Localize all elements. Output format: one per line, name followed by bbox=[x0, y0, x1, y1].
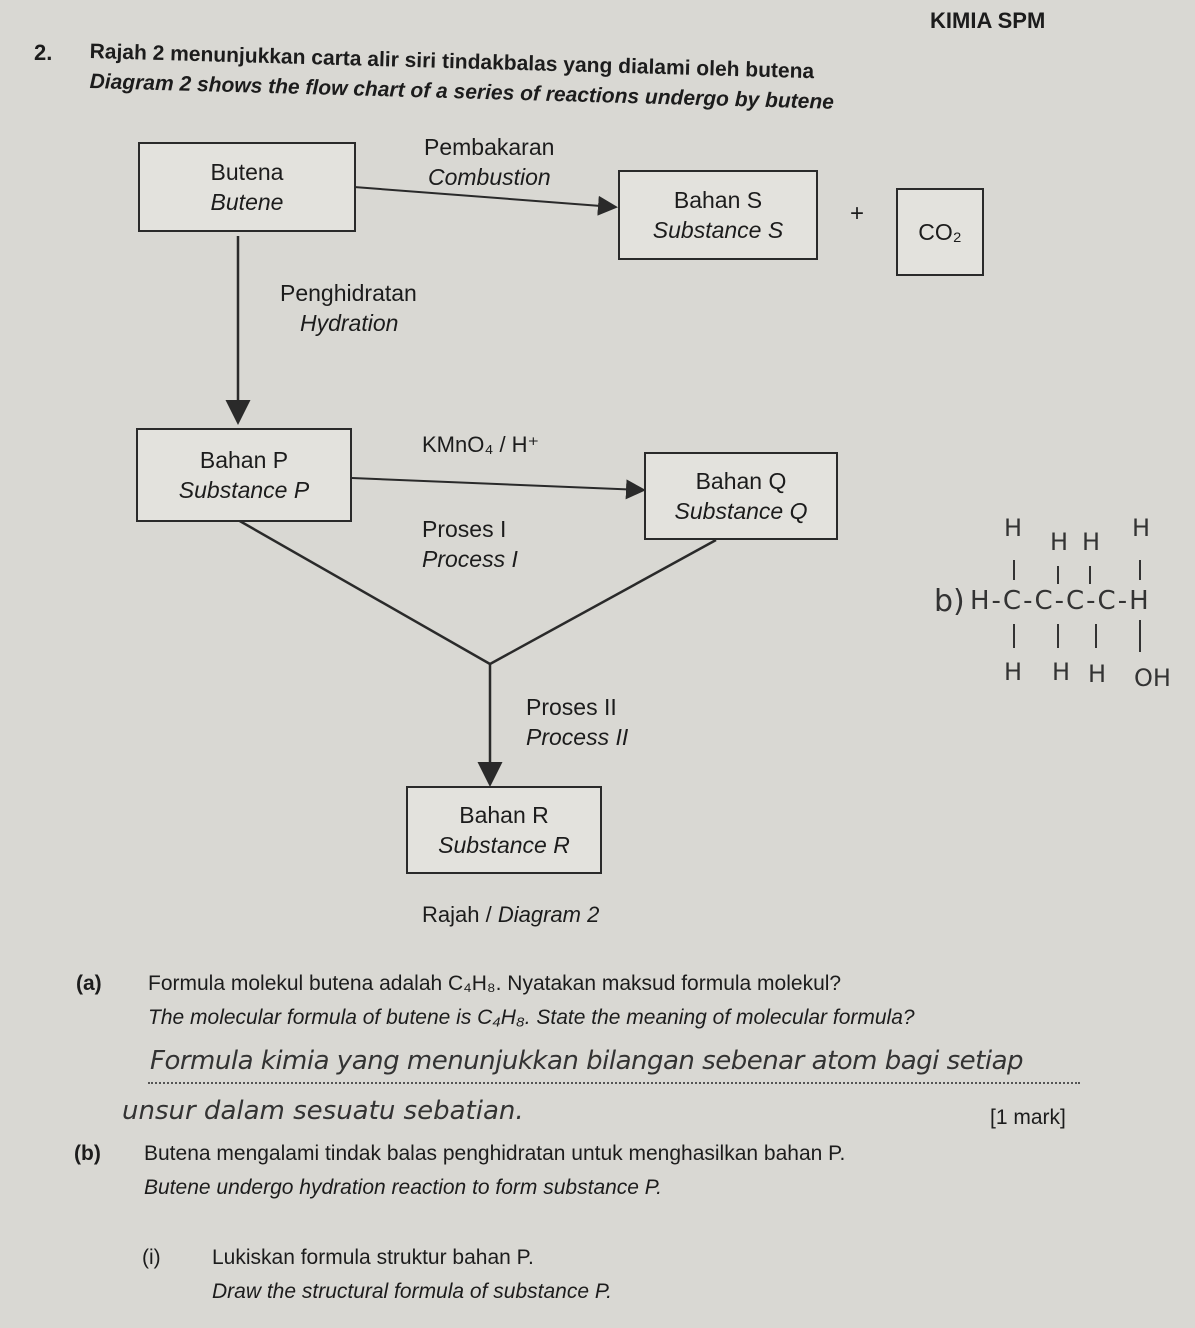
edge-combustion-ms: Pembakaran bbox=[424, 134, 555, 160]
node-substance-r: Bahan R Substance R bbox=[406, 786, 602, 874]
node-butene: Butena Butene bbox=[138, 142, 356, 232]
structure-bottom-h-1: H bbox=[1004, 658, 1023, 686]
node-substance-r-ms: Bahan R bbox=[459, 802, 549, 828]
node-butene-ms: Butena bbox=[210, 159, 284, 185]
question-number: 2. bbox=[34, 40, 53, 65]
structure-main-chain: H-C-C-C-C-H bbox=[970, 586, 1151, 616]
node-substance-s: Bahan S Substance S bbox=[618, 170, 818, 260]
node-substance-q-ms: Bahan Q bbox=[695, 468, 787, 494]
edge-combustion-en: Combustion bbox=[428, 164, 551, 190]
node-substance-p: Bahan P Substance P bbox=[136, 428, 352, 522]
node-substance-s-en: Substance S bbox=[652, 217, 784, 243]
process1-right-line bbox=[489, 538, 717, 666]
part-a-question-en: The molecular formula of butene is C₄H₈.… bbox=[148, 1006, 915, 1029]
part-b-i-question-ms: Lukiskan formula struktur bahan P. bbox=[212, 1246, 534, 1269]
edge-process1-en: Process I bbox=[422, 546, 518, 572]
node-substance-r-en: Substance R bbox=[438, 832, 570, 858]
part-b-i-question-en: Draw the structural formula of substance… bbox=[212, 1280, 612, 1303]
structure-bottom-h-3: H bbox=[1088, 660, 1107, 688]
part-b-i-label: (i) bbox=[142, 1246, 161, 1269]
node-substance-s-ms: Bahan S bbox=[673, 187, 763, 213]
node-substance-p-en: Substance P bbox=[178, 477, 310, 503]
combustion-arrow bbox=[353, 186, 618, 216]
part-a-marks: [1 mark] bbox=[990, 1106, 1066, 1129]
node-co2: CO₂ bbox=[896, 188, 984, 276]
diagram-caption-en: Diagram 2 bbox=[497, 902, 600, 927]
edge-process2-en: Process II bbox=[526, 724, 629, 750]
node-substance-q: Bahan Q Substance Q bbox=[644, 452, 838, 540]
node-substance-p-ms: Bahan P bbox=[199, 447, 289, 473]
part-a-label: (a) bbox=[76, 972, 102, 995]
structure-top-h-2: H bbox=[1050, 528, 1069, 556]
part-b-question-ms: Butena mengalami tindak balas penghidrat… bbox=[144, 1142, 846, 1165]
node-butene-en: Butene bbox=[210, 189, 284, 215]
edge-oxidation-reagent: KMnO₄ / H⁺ bbox=[422, 432, 540, 457]
part-a-question-ms: Formula molekul butena adalah C₄H₈. Nyat… bbox=[148, 972, 842, 995]
edge-process1-ms: Proses I bbox=[422, 516, 507, 542]
structure-label: b) bbox=[934, 584, 965, 619]
part-b-question-en: Butene undergo hydration reaction to for… bbox=[144, 1176, 662, 1199]
node-substance-q-en: Substance Q bbox=[674, 498, 808, 524]
diagram-caption-ms: Rajah / bbox=[422, 902, 492, 927]
part-a-answer-line1[interactable]: Formula kimia yang menunjukkan bilangan … bbox=[150, 1046, 1024, 1076]
edge-process2-ms: Proses II bbox=[526, 694, 617, 720]
edge-hydration-en: Hydration bbox=[300, 310, 399, 336]
subject-header: KIMIA SPM bbox=[930, 8, 1046, 33]
answer-line-1 bbox=[148, 1082, 1080, 1084]
part-a-answer-line2[interactable]: unsur dalam sesuatu sebatian. bbox=[122, 1096, 524, 1126]
diagram-caption: Rajah / Diagram 2 bbox=[422, 902, 599, 928]
edge-hydration-ms: Penghidratan bbox=[280, 280, 417, 306]
part-b-label: (b) bbox=[74, 1142, 101, 1165]
structure-top-h-4: H bbox=[1132, 514, 1151, 542]
structure-top-h-1: H bbox=[1004, 514, 1023, 542]
oxidation-arrow bbox=[351, 477, 646, 500]
plus-sign: + bbox=[850, 200, 865, 227]
structure-bottom-h-2: H bbox=[1052, 658, 1071, 686]
structure-bottom-oh: OH bbox=[1134, 664, 1171, 692]
node-co2-label: CO₂ bbox=[918, 219, 962, 245]
structure-top-h-3: H bbox=[1082, 528, 1101, 556]
process1-left-line bbox=[237, 518, 491, 666]
